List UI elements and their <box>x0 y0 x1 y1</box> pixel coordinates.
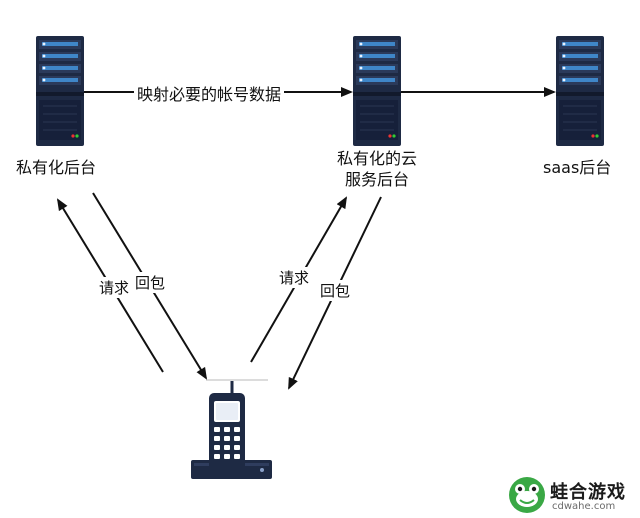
private-backend-server-icon <box>35 35 85 147</box>
sync-edge-label: 映射必要的帐号数据 <box>134 81 285 105</box>
phone-on-base-icon <box>191 381 272 479</box>
mid-response-label: 回包 <box>317 280 354 301</box>
frog-logo-icon <box>509 477 545 513</box>
private-cloud-label-line1: 私有化的云 <box>336 149 417 168</box>
private-backend-label: 私有化后台 <box>16 158 97 177</box>
mid-request-label: 请求 <box>276 267 313 288</box>
watermark: 蛙合游戏 cdwahe.com <box>508 474 640 518</box>
private-cloud-label-line2: 服务后台 <box>344 170 409 189</box>
saas-backend-server-icon <box>555 35 605 147</box>
watermark-title: 蛙合游戏 <box>550 482 626 503</box>
saas-backend-label: saas后台 <box>543 158 612 177</box>
private-cloud-server-icon <box>352 35 402 147</box>
left-response-label: 回包 <box>132 272 169 293</box>
watermark-url: cdwahe.com <box>552 501 616 512</box>
left-request-label: 请求 <box>96 277 133 298</box>
